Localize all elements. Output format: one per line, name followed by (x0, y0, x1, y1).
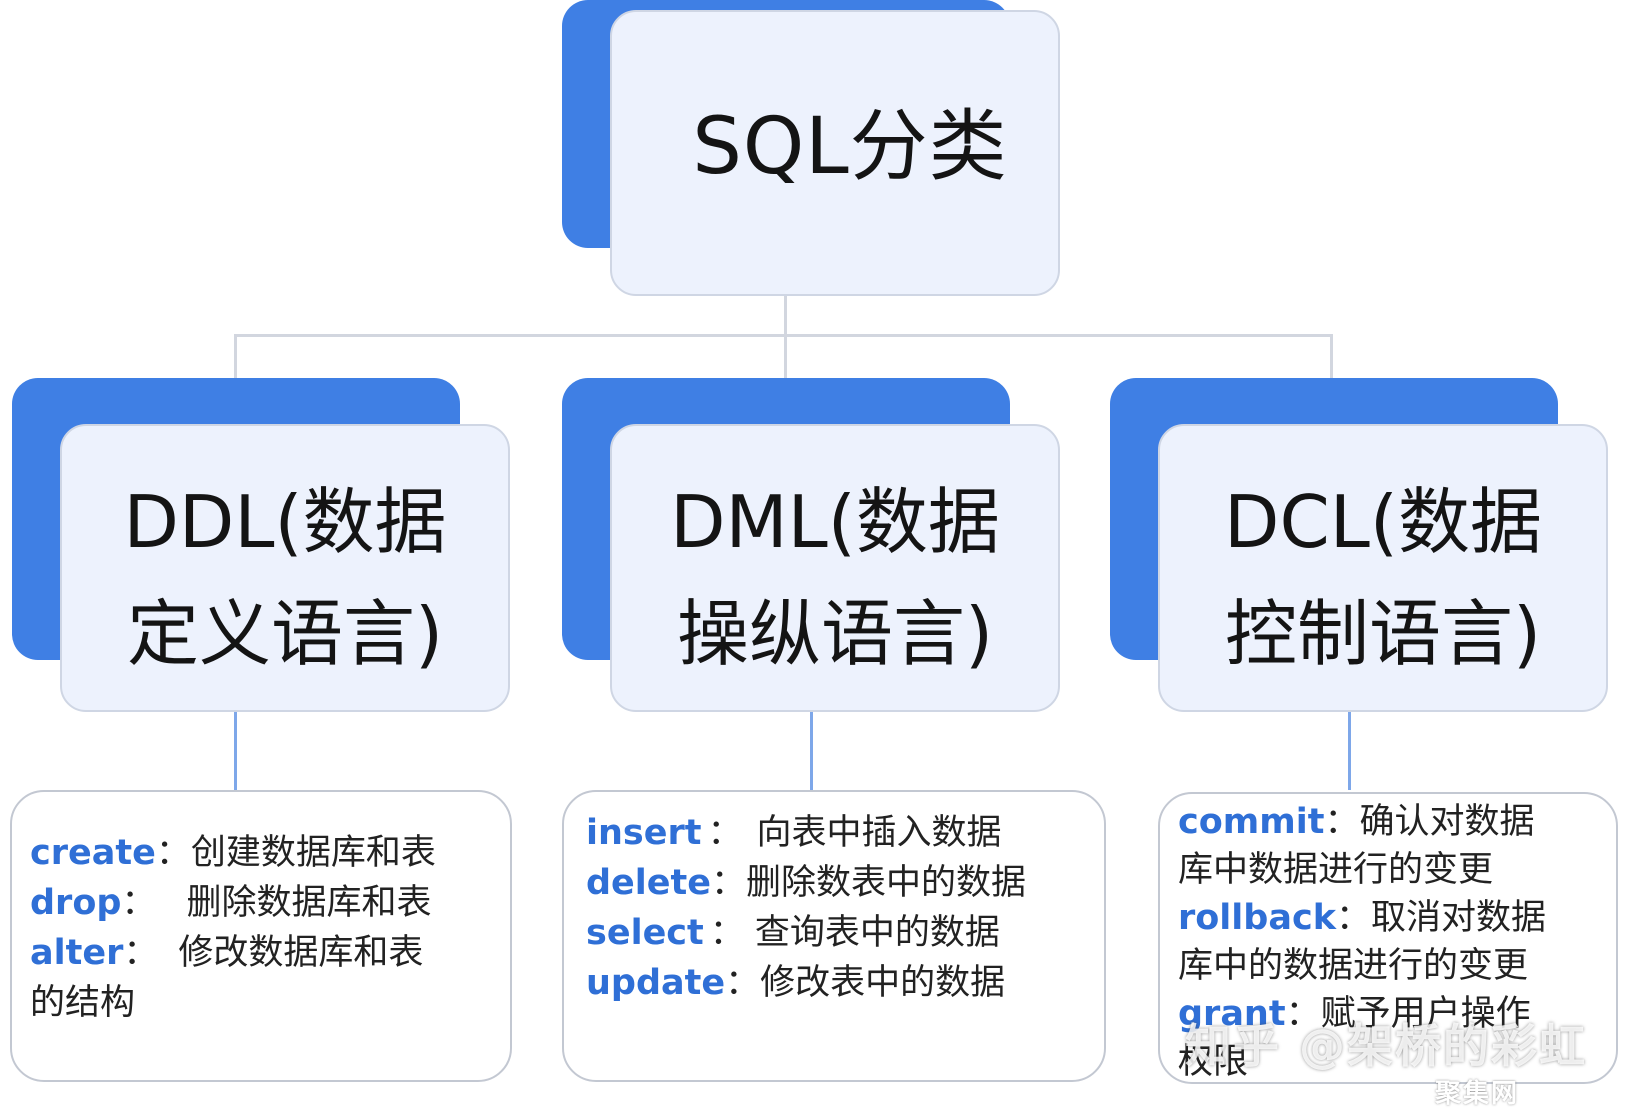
dml-row-select: select：查询表中的数据 (586, 908, 1104, 958)
ddl-row-create: create：创建数据库和表 (30, 828, 510, 878)
connector-dml-up (784, 334, 787, 378)
dcl-title: DCL(数据 控制语言) (1224, 480, 1542, 676)
dml-row-insert: insert： 向表中插入数据 (586, 808, 1104, 858)
dcl-keyword: rollback (1178, 898, 1336, 938)
dcl-row-commit: commit：确认对数据 (1178, 798, 1616, 846)
ddl-keyword: alter (30, 933, 124, 973)
dml-desc: 查询表中的数据 (754, 913, 1000, 953)
connector-ddl-up (234, 334, 237, 378)
ddl-sep: ： (121, 883, 157, 923)
ddl-sep: ： (123, 933, 159, 973)
connector-dml-detail (810, 712, 813, 790)
dcl-row-grant: grant：赋予用户操作 (1178, 990, 1616, 1038)
dcl-sep: ： (1285, 994, 1321, 1034)
dml-detail-box: insert：向表中插入数据 delete：删除数表中的数据 select：查询… (562, 790, 1106, 1082)
dml-sep: ： (725, 963, 761, 1003)
ddl-title: DDL(数据 定义语言) (123, 480, 447, 676)
dcl-continuation: 库中的数据进行的变更 (1178, 946, 1529, 986)
ddl-desc: 删除数据库和表 (186, 883, 432, 923)
dml-sep: ： (709, 913, 745, 953)
dml-desc: 修改表中的数据 (760, 963, 1006, 1003)
dcl-desc: 赋予用户操作 (1320, 994, 1531, 1034)
dcl-sep: ： (1324, 802, 1360, 842)
connector-dcl-detail (1348, 712, 1351, 790)
ddl-sep: ： (155, 833, 191, 873)
connector-horizontal (234, 334, 1332, 337)
dml-keyword: delete (586, 863, 711, 903)
watermark: 知乎 @架桥的彩虹 (1185, 1019, 1588, 1073)
dcl-continuation: 库中数据进行的变更 (1178, 850, 1494, 890)
ddl-keyword: drop (30, 883, 122, 923)
dml-keyword: insert (586, 813, 702, 853)
dcl-desc: 取消对数据 (1371, 898, 1547, 938)
dml-title: DML(数据 操纵语言) (670, 480, 1000, 676)
ddl-detail-box: create：创建数据库和表 drop：删除数据库和表 alter：修改数据库和… (10, 790, 512, 1082)
dcl-keyword: grant (1178, 994, 1286, 1034)
connector-dcl-up (1330, 334, 1333, 378)
ddl-desc: 创建数据库和表 (190, 833, 436, 873)
ddl-node: DDL(数据 定义语言) (60, 424, 510, 712)
root-node: SQL分类 (610, 10, 1060, 296)
dml-row-delete: delete：删除数表中的数据 (586, 858, 1104, 908)
dcl-detail-box: commit：确认对数据 库中数据进行的变更 rollback：取消对数据 库中… (1158, 792, 1618, 1084)
ddl-row-drop: drop： 删除数据库和表 (30, 878, 510, 928)
dml-keyword: update (586, 963, 726, 1003)
dcl-keyword: commit (1178, 802, 1325, 842)
dml-sep: ： (707, 813, 743, 853)
dml-desc: 向表中插入数据 (756, 813, 1002, 853)
dml-row-update: update：修改表中的数据 (586, 958, 1104, 1008)
dml-sep: ： (711, 863, 747, 903)
dcl-row-rollback: rollback：取消对数据 (1178, 894, 1616, 942)
ddl-keyword: create (30, 833, 156, 873)
dcl-continuation: 权限 (1178, 1042, 1249, 1082)
dml-desc: 删除数表中的数据 (746, 863, 1027, 903)
ddl-row-alter: alter： 修改数据库和表 (30, 928, 510, 978)
dml-keyword: select (586, 913, 704, 953)
connector-ddl-detail (234, 712, 237, 790)
dcl-sep: ： (1336, 898, 1372, 938)
ddl-continuation: 的结构 (30, 983, 136, 1023)
site-watermark: 聚集网 (1435, 1079, 1520, 1109)
dcl-node: DCL(数据 控制语言) (1158, 424, 1608, 712)
ddl-desc: 修改数据库和表 (178, 933, 424, 973)
connector-root-down (784, 296, 787, 336)
dcl-desc: 确认对数据 (1359, 802, 1535, 842)
dml-node: DML(数据 操纵语言) (610, 424, 1060, 712)
root-title: SQL分类 (692, 102, 1008, 192)
